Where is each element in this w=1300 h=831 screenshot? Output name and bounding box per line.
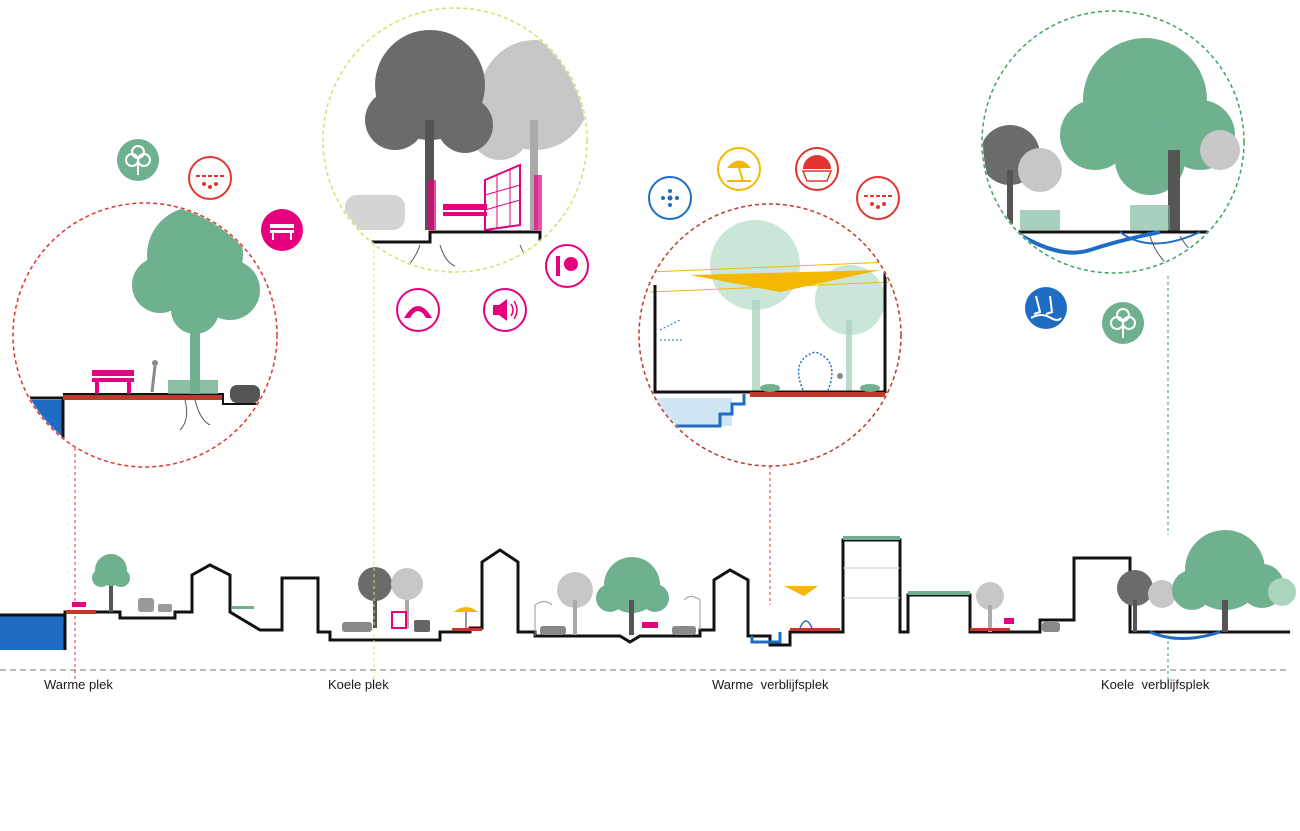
car-small-1 [158, 604, 172, 612]
label-cool-stay: Koele verblijfsplek [1101, 677, 1210, 692]
green-roof-low [908, 591, 970, 595]
tree-grey-dark [358, 567, 392, 628]
cars-row-2 [540, 626, 566, 635]
sign-magenta [1004, 618, 1014, 624]
fountain-icon [648, 176, 692, 220]
fountain-small [799, 620, 813, 629]
detail-circle-cool-stay [981, 10, 1245, 274]
tree-icon [117, 139, 159, 181]
tree-dark-right [1117, 570, 1153, 632]
tree-green-right [1172, 530, 1296, 632]
hedge-icon [545, 244, 589, 288]
feet-in-water-icon [1025, 287, 1067, 329]
rain-icon [856, 176, 900, 220]
shade-icon [396, 288, 440, 332]
tree-small-1 [92, 554, 130, 612]
bench-mid [642, 622, 658, 628]
car-right [1042, 622, 1060, 632]
terrace-red [452, 628, 482, 631]
cars-row-1 [342, 622, 372, 632]
tree-green-big [596, 557, 669, 635]
terrace-red-right [970, 628, 1010, 631]
bench-small [72, 602, 86, 607]
umbrella-icon [717, 147, 761, 191]
label-cool-spot: Koele plek [328, 677, 389, 692]
streetlamp-2 [683, 596, 701, 630]
tree-light-right [1148, 580, 1176, 608]
green-roof-strip [232, 606, 254, 609]
shade-sail-small [784, 586, 818, 596]
parasol [454, 607, 478, 612]
water-steps [750, 632, 782, 644]
creek-right [1149, 630, 1221, 640]
detail-circle-warm-stay [638, 203, 902, 467]
street-section [0, 530, 1296, 671]
green-roof-block [843, 536, 900, 540]
tram [138, 598, 154, 612]
streetlamp-1 [534, 601, 553, 636]
tree-icon [1102, 302, 1144, 344]
label-warm-spot: Warme plek [44, 677, 113, 692]
label-warm-stay: Warme verblijfsplek [712, 677, 829, 692]
sun-icon [795, 147, 839, 191]
cars-row-3 [672, 626, 696, 635]
detail-circle-cool-spot [322, 7, 588, 273]
warm-terrace [66, 610, 96, 614]
pergola [391, 611, 407, 629]
tree-grey-right [976, 582, 1004, 632]
noise-icon [483, 288, 527, 332]
rain-icon [188, 156, 232, 200]
water-basin [0, 616, 65, 650]
detail-circle-warm-spot [12, 202, 278, 468]
bus [414, 620, 430, 632]
tree-grey-mid [557, 572, 593, 635]
planter-red [790, 628, 840, 631]
bench-icon [261, 209, 303, 251]
